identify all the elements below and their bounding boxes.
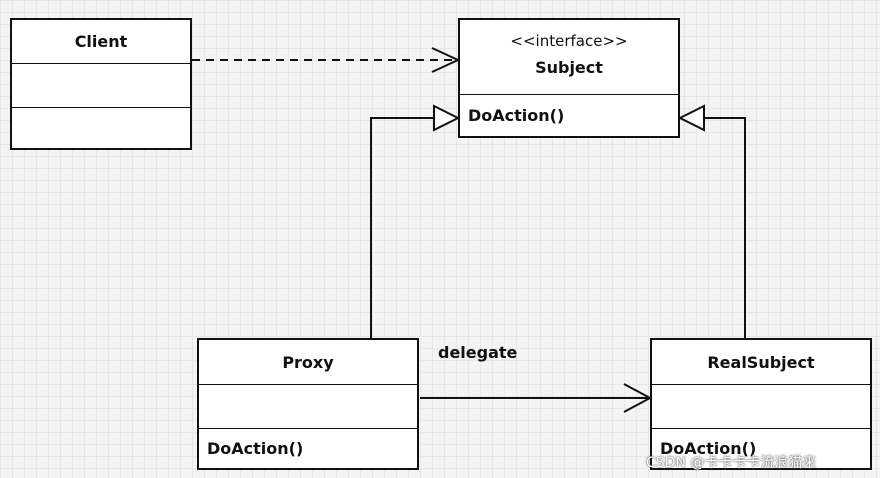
proxy-realization-arrowhead bbox=[433, 104, 461, 132]
subject-operation: DoAction() bbox=[468, 106, 565, 125]
subject-stereotype: <<interface>> bbox=[510, 32, 628, 50]
watermark: CSDN @卡卡卡卡流浪猫来 bbox=[646, 455, 817, 471]
interface-subject[interactable]: <<interface>> Subject DoAction() bbox=[458, 18, 680, 138]
proxy-operation: DoAction() bbox=[207, 439, 304, 458]
delegate-label: delegate bbox=[438, 343, 518, 362]
class-subject-name: Subject bbox=[535, 58, 603, 77]
class-realsubject-attributes bbox=[652, 385, 870, 429]
realsubject-operation: DoAction() bbox=[660, 439, 757, 458]
realsubject-realization-arrowhead bbox=[677, 104, 705, 132]
class-client-attributes bbox=[12, 64, 190, 108]
class-proxy-attributes bbox=[199, 385, 417, 429]
class-proxy-name: Proxy bbox=[282, 353, 334, 372]
realsubject-realization-line bbox=[704, 117, 746, 338]
class-client[interactable]: Client bbox=[10, 18, 192, 150]
class-client-name: Client bbox=[74, 32, 128, 51]
class-realsubject-name: RealSubject bbox=[707, 353, 815, 372]
proxy-realization-line bbox=[370, 117, 434, 338]
class-proxy[interactable]: Proxy DoAction() bbox=[197, 338, 419, 470]
class-realsubject[interactable]: RealSubject DoAction() bbox=[650, 338, 872, 470]
class-client-operations bbox=[12, 108, 190, 148]
